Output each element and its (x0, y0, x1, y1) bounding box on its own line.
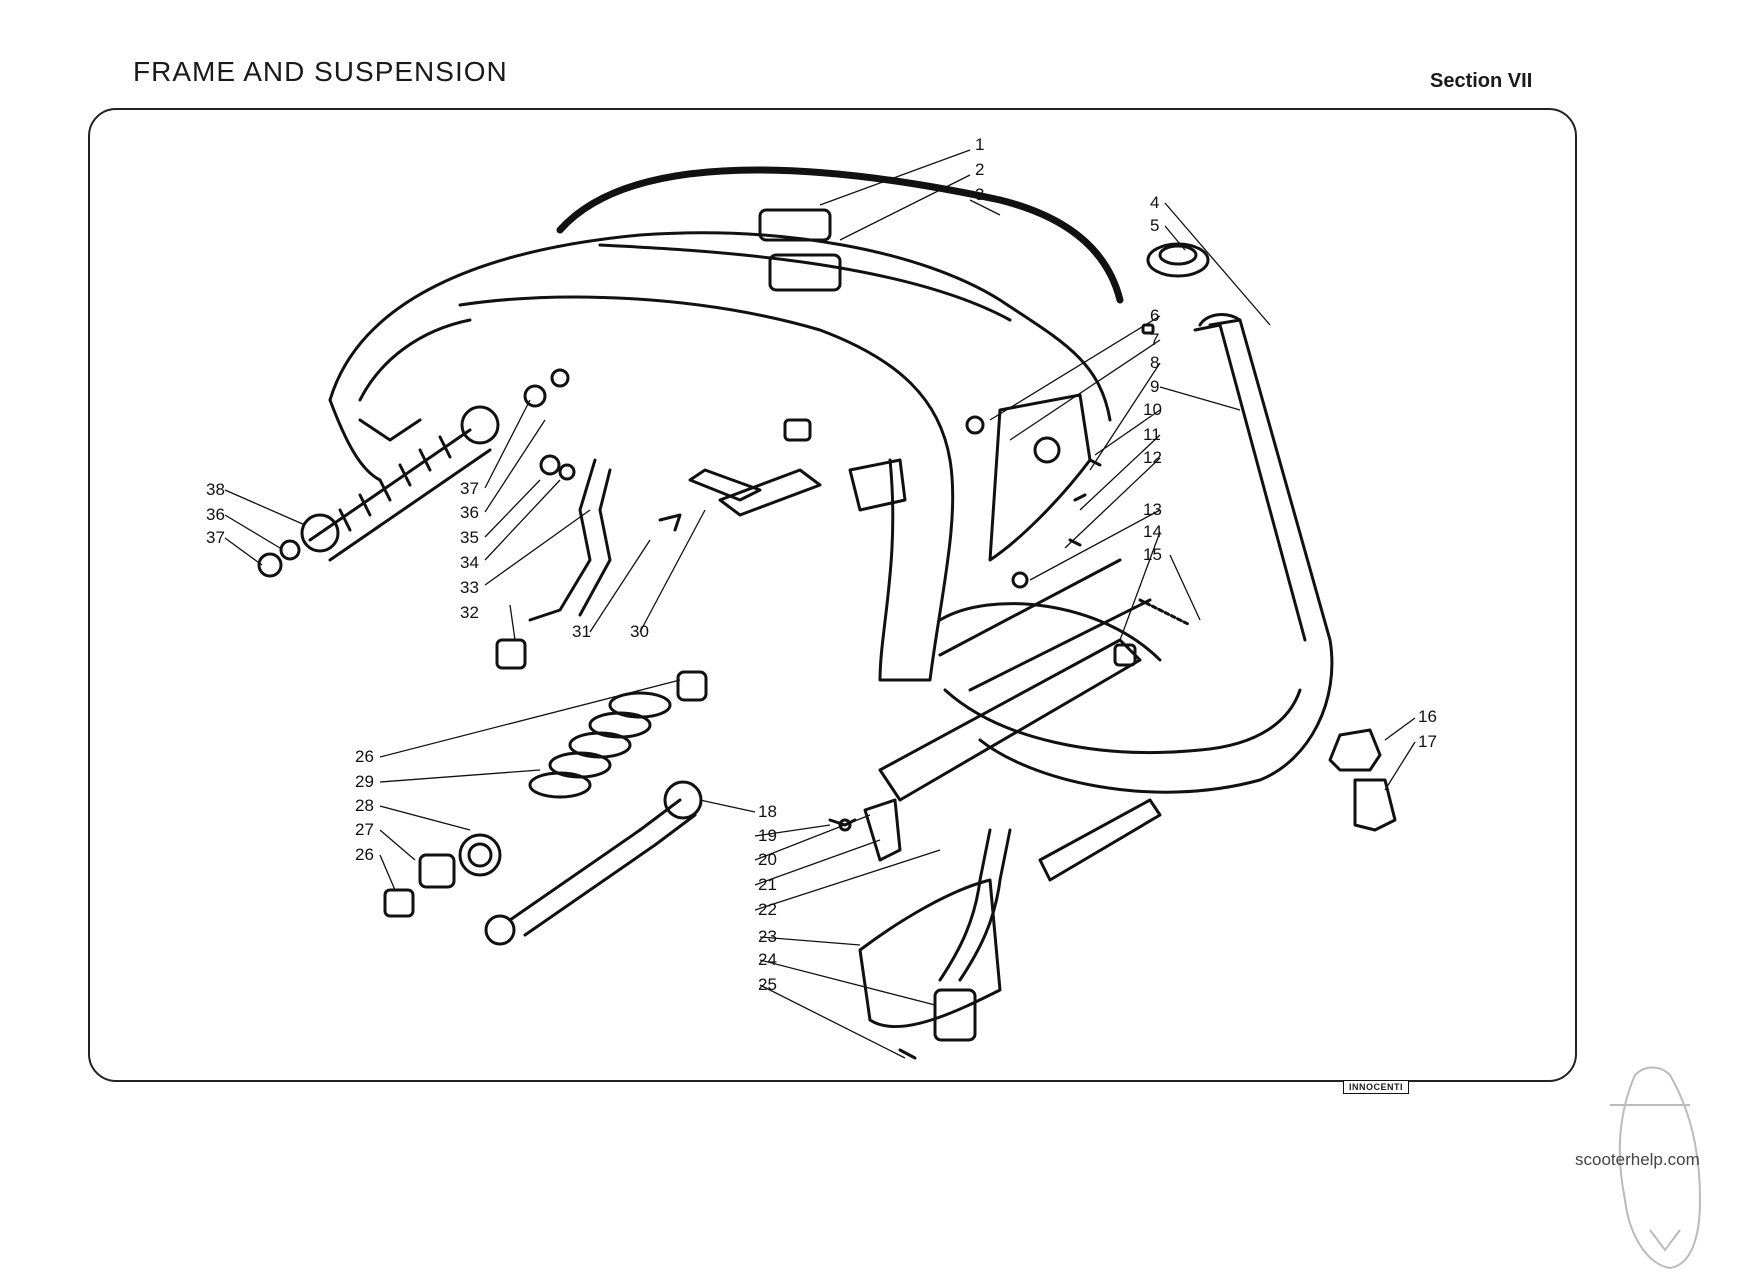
callout-11: 11 (1143, 425, 1161, 444)
spring-link-icon (1138, 598, 1192, 627)
callout-20: 20 (758, 850, 777, 869)
cap-icon (1146, 242, 1210, 278)
callout-12: 12 (1143, 448, 1162, 467)
callout-19: 19 (758, 826, 777, 845)
callout-1: 1 (975, 135, 984, 154)
coil-spring-icon (528, 670, 708, 799)
callout-35: 35 (460, 528, 479, 547)
callout-7: 7 (1150, 330, 1159, 349)
callout-37-lower: 37 (206, 528, 225, 547)
callout-25: 25 (758, 975, 777, 994)
diagram-frame (88, 108, 1577, 1082)
damper-icon (484, 780, 703, 946)
callout-17: 17 (1418, 732, 1437, 751)
callout-13: 13 (1143, 500, 1162, 519)
callout-32: 32 (460, 603, 479, 622)
callout-26-lower: 26 (355, 845, 374, 864)
callout-31: 31 (572, 622, 591, 641)
grommet-icon (1328, 728, 1382, 772)
callout-3: 3 (975, 185, 984, 204)
center-stand-icon (858, 828, 1012, 1060)
callout-23: 23 (758, 927, 777, 946)
callout-21: 21 (758, 875, 777, 894)
callout-8: 8 (1150, 353, 1159, 372)
seat-rail (556, 166, 1124, 304)
section-label: Section VII (1430, 70, 1533, 92)
callout-2: 2 (975, 160, 984, 179)
callout-10: 10 (1143, 400, 1162, 419)
callout-18: 18 (758, 802, 777, 821)
callout-28: 28 (355, 796, 374, 815)
nut-icon (257, 552, 283, 578)
callout-34: 34 (460, 553, 479, 572)
body-shell-icon (328, 208, 1112, 682)
washer-icon (458, 833, 502, 877)
callout-9: 9 (1150, 377, 1159, 396)
cup-icon (418, 853, 456, 889)
brand-plate: INNOCENTI (1343, 1080, 1409, 1094)
page-title: FRAME AND SUSPENSION (133, 56, 508, 87)
frame-tube-icon (878, 313, 1334, 882)
callout-30: 30 (630, 622, 649, 641)
callout-5: 5 (1150, 216, 1159, 235)
callout-37-upper: 37 (460, 479, 479, 498)
watermark-text: scooterhelp.com (1575, 1150, 1700, 1169)
callout-6: 6 (1150, 306, 1159, 325)
callout-22: 22 (758, 900, 777, 919)
callout-33: 33 (460, 578, 479, 597)
callout-15: 15 (1143, 545, 1162, 564)
callout-14: 14 (1143, 522, 1162, 541)
lever-icon (528, 458, 612, 622)
callout-16: 16 (1418, 707, 1437, 726)
callout-4: 4 (1150, 193, 1159, 212)
callout-29: 29 (355, 772, 374, 791)
callout-38: 38 (206, 480, 225, 499)
callout-36-lower: 36 (206, 505, 225, 524)
scooter-watermark-icon (1610, 1066, 1702, 1270)
callout-36-upper: 36 (460, 503, 479, 522)
callout-27: 27 (355, 820, 374, 839)
rear-shock-icon (300, 405, 500, 562)
callout-26-upper: 26 (355, 747, 374, 766)
callout-24: 24 (758, 950, 777, 969)
